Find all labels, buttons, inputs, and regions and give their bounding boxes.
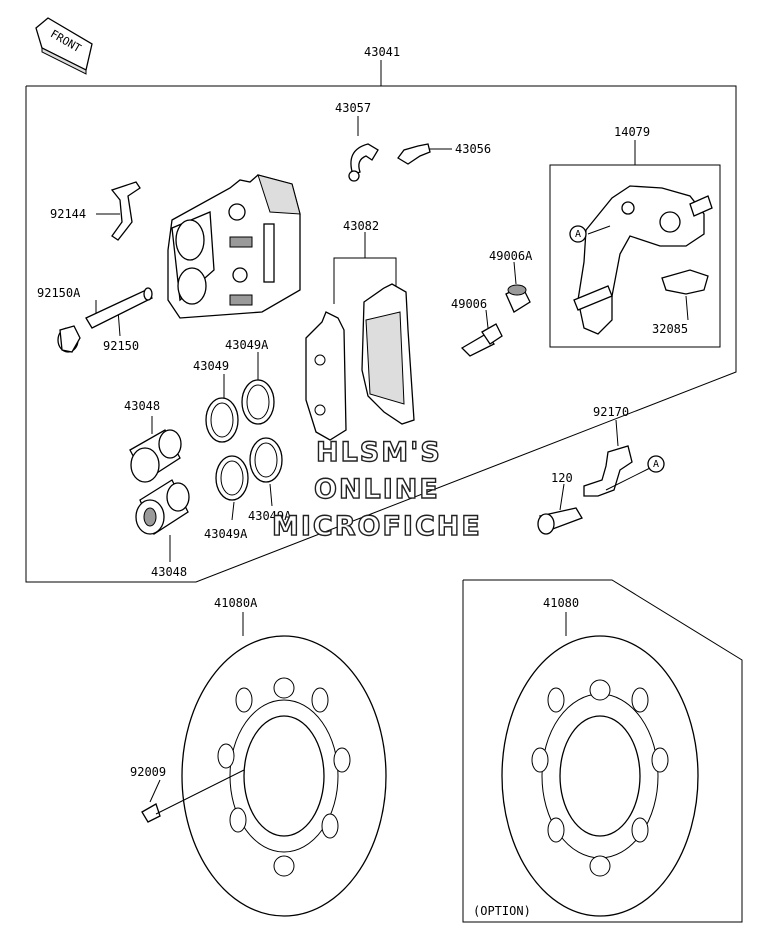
ref-a1-label: A [575,229,582,240]
option-frame [462,579,743,923]
label-92150: 92150 [103,339,140,353]
pistons [129,416,190,562]
brake-disc-41080a [181,612,387,917]
label-43049a-br: 43049A [248,509,292,523]
watermark-line2: ONLINE [313,474,440,505]
front-arrow: FRONT [35,17,93,75]
bleeder-valve [397,143,452,165]
label-49006a: 49006A [489,249,533,263]
brake-disc-41080 [501,612,699,917]
caliper-body [167,174,301,319]
label-92150a: 92150A [37,286,81,300]
watermark-line3: MICROFICHE [271,511,482,542]
label-92170: 92170 [593,405,630,419]
label-43057: 43057 [335,101,372,115]
label-41080a: 41080A [214,596,258,610]
pad-spring [96,181,141,241]
label-43082: 43082 [343,219,380,233]
guide-bolt [537,483,583,535]
label-41080: 41080 [543,596,580,610]
label-32085: 32085 [652,322,689,336]
label-92144: 92144 [50,207,87,221]
ref-a2-label: A [653,459,660,470]
pad-pin [57,287,153,353]
label-49006: 49006 [451,297,488,311]
disc-bolt [141,769,245,823]
label-43049a-top: 43049A [225,338,269,352]
label-120: 120 [551,471,573,485]
watermark-line1: HLSM'S [315,437,442,468]
label-43048-bottom: 43048 [151,565,188,579]
label-43048-top: 43048 [124,399,161,413]
caliper-bracket [573,185,713,335]
label-43041: 43041 [364,45,401,59]
label-92009: 92009 [130,765,167,779]
bracket-clip [661,269,709,321]
label-43049: 43049 [193,359,230,373]
piston-seals [205,352,283,521]
label-43049a-bl: 43049A [204,527,248,541]
option-label: (OPTION) [473,904,531,918]
label-14079: 14079 [614,125,651,139]
assembly-frame [25,85,737,583]
bleeder-caps [460,261,531,357]
hose-clamp [348,116,379,182]
label-43056: 43056 [455,142,492,156]
hose-guide [583,419,665,497]
ref-circle-a1 [569,225,587,243]
brake-pads [305,232,415,441]
